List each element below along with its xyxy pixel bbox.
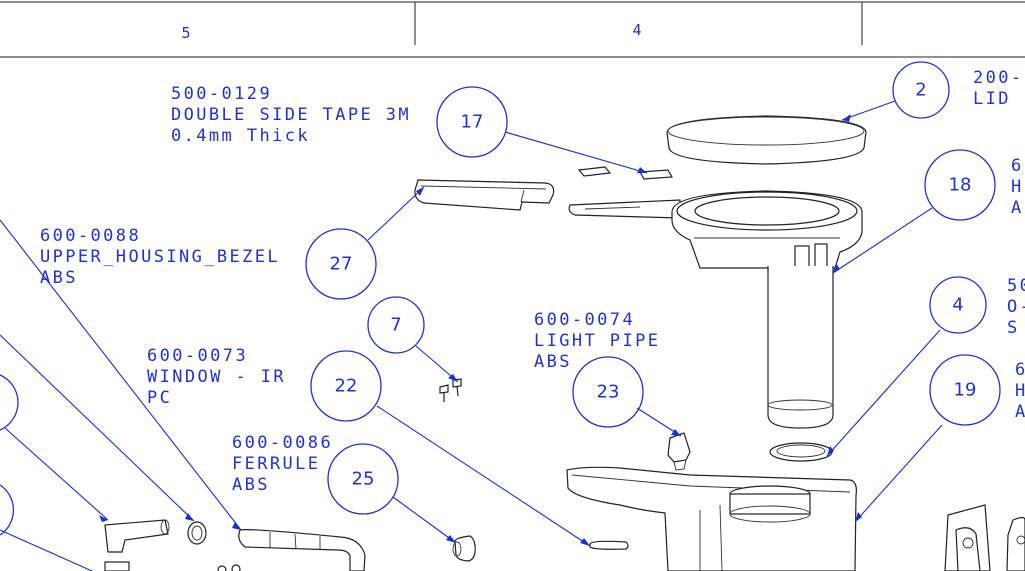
balloon-17 bbox=[436, 86, 508, 158]
balloon-23 bbox=[572, 356, 644, 428]
note-ferrule-line1: 600-0086 bbox=[232, 433, 333, 453]
balloon-2 bbox=[892, 61, 950, 119]
note-lightpipe-line1: 600-0074 bbox=[534, 310, 635, 330]
zone-label-5: 5 bbox=[181, 24, 190, 42]
balloon-7-label: 7 bbox=[390, 315, 401, 336]
note-ferrule: 600-0086 FERRULE ABS bbox=[232, 433, 333, 495]
note-lid-line2: LID bbox=[973, 89, 1011, 109]
note-tape-line3: 0.4mm Thick bbox=[171, 126, 310, 146]
leader-lines bbox=[0, 100, 943, 571]
part-side-bracket bbox=[944, 504, 1025, 571]
note-p19-line2: H bbox=[1015, 381, 1025, 401]
note-window: 600-0073 WINDOW - IR PC bbox=[147, 346, 286, 408]
part-light-pipe bbox=[667, 432, 691, 471]
balloon-18-label: 18 bbox=[949, 175, 972, 196]
note-window-line3: PC bbox=[147, 388, 172, 408]
note-lightpipe-line2: LIGHT PIPE bbox=[534, 331, 660, 351]
note-p18-line2: H bbox=[1011, 177, 1024, 197]
note-p4-line2: O- bbox=[1007, 297, 1025, 317]
part-o-ring bbox=[769, 442, 833, 462]
balloon-4 bbox=[929, 276, 987, 334]
note-lightpipe: 600-0074 LIGHT PIPE ABS bbox=[534, 310, 660, 372]
note-lid: 200- LID bbox=[973, 68, 1024, 109]
note-bezel-line1: 600-0088 bbox=[40, 226, 141, 246]
part-window bbox=[589, 540, 629, 550]
note-tape-line2: DOUBLE SIDE TAPE 3M bbox=[171, 105, 411, 125]
part-ferrule bbox=[452, 535, 476, 562]
note-bezel: 600-0088 UPPER_HOUSING_BEZEL ABS bbox=[40, 226, 280, 288]
note-part-4: 50 O- S bbox=[1007, 276, 1025, 338]
note-window-line1: 600-0073 bbox=[147, 346, 248, 366]
part-lower-housing bbox=[566, 466, 857, 571]
part-bezel bbox=[414, 179, 555, 211]
note-part-18: 6 H A bbox=[1011, 156, 1024, 218]
part-tape bbox=[577, 166, 673, 180]
note-tape-line1: 500-0129 bbox=[171, 84, 272, 104]
balloon-25-label: 25 bbox=[352, 469, 375, 490]
note-ferrule-line3: ABS bbox=[232, 475, 270, 495]
note-p19-line3: A bbox=[1015, 402, 1025, 422]
note-lid-line1: 200- bbox=[973, 68, 1024, 88]
note-bezel-line2: UPPER_HOUSING_BEZEL bbox=[40, 247, 280, 267]
part-hose bbox=[238, 529, 366, 571]
balloon-22 bbox=[310, 350, 382, 422]
balloon-27 bbox=[305, 228, 377, 300]
balloon-7 bbox=[367, 296, 425, 354]
note-p4-line1: 50 bbox=[1007, 276, 1025, 296]
balloon-22-label: 22 bbox=[335, 376, 358, 397]
note-window-line2: WINDOW - IR bbox=[147, 367, 286, 387]
balloon-17-label: 17 bbox=[461, 112, 484, 133]
balloon-4-label: 4 bbox=[952, 295, 963, 316]
balloon-2-label: 2 bbox=[915, 80, 926, 101]
note-part-19: 6 H A bbox=[1015, 360, 1025, 422]
note-p18-line1: 6 bbox=[1011, 156, 1024, 176]
zone-border bbox=[0, 1, 1025, 58]
balloon-25 bbox=[327, 443, 399, 515]
balloon-18 bbox=[924, 149, 996, 221]
note-tape: 500-0129 DOUBLE SIDE TAPE 3M 0.4mm Thick bbox=[171, 84, 411, 146]
part-clip bbox=[187, 521, 207, 545]
note-p18-line3: A bbox=[1011, 198, 1024, 218]
zone-label-4: 4 bbox=[632, 21, 641, 39]
note-p19-line1: 6 bbox=[1015, 360, 1025, 380]
part-screws bbox=[439, 378, 462, 402]
part-lid bbox=[666, 115, 867, 165]
note-ferrule-line2: FERRULE bbox=[232, 454, 320, 474]
note-lightpipe-line3: ABS bbox=[534, 352, 572, 372]
balloon-19 bbox=[929, 354, 1001, 426]
leader-arrowheads bbox=[99, 114, 862, 546]
note-bezel-line3: ABS bbox=[40, 268, 78, 288]
balloon-partial-lower bbox=[0, 484, 14, 536]
balloon-23-label: 23 bbox=[597, 382, 620, 403]
note-p4-line3: S bbox=[1007, 318, 1020, 338]
balloon-27-label: 27 bbox=[330, 254, 353, 275]
part-elbow-fitting bbox=[104, 519, 170, 571]
part-nuts bbox=[217, 564, 241, 571]
balloon-partial-upper bbox=[0, 374, 19, 431]
balloon-19-label: 19 bbox=[954, 380, 977, 401]
part-upper-housing bbox=[568, 190, 863, 429]
